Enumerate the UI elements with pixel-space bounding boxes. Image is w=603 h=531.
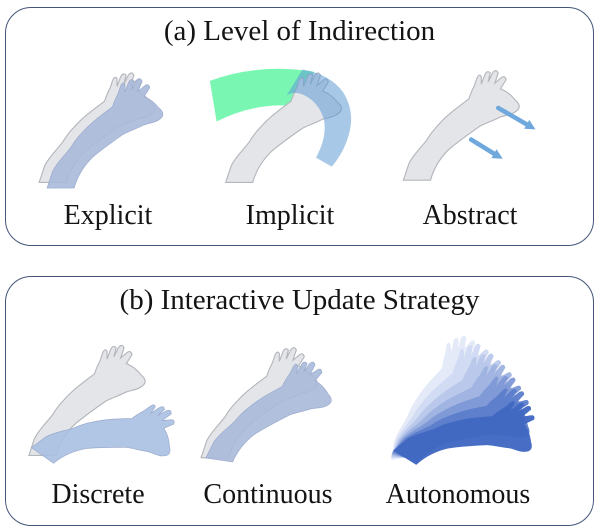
label-implicit: Implicit [245,200,335,231]
blue-arm-silhouette [46,78,164,189]
panel-a-title: (a) Level of Indirection [163,15,436,47]
continuous-arm-illustration [200,347,337,475]
blue-arc-band [286,69,352,167]
label-autonomous: Autonomous [385,479,531,510]
panel-b-title: (b) Interactive Update Strategy [119,284,480,316]
gray-arm-silhouette [402,70,520,181]
figure-continuous: Continuous [178,327,358,511]
label-continuous: Continuous [203,479,333,510]
label-explicit: Explicit [63,200,153,231]
figure-implicit: Implicit [200,56,380,232]
motion-arrow-lower-head-icon [491,149,503,159]
motion-arrow-upper [495,105,530,128]
explicit-arm-illustration [38,72,164,189]
figure-autonomous: Autonomous [368,327,551,513]
label-abstract: Abstract [422,200,518,231]
abstract-arm-illustration [402,70,536,181]
figure-explicit: Explicit [18,56,198,232]
panel-interactive-update-strategy: (b) Interactive Update Strategy Discrete… [5,276,594,526]
motion-arrow-upper-head-icon [524,119,536,130]
motion-arrow-lower [468,137,498,157]
discrete-arm-illustration [28,344,191,515]
figure-discrete: Discrete [8,327,191,515]
figure-abstract: Abstract [380,56,560,232]
autonomous-arm-fan-illustration [372,331,551,513]
panel-level-of-indirection: (a) Level of Indirection Explicit Implic… [5,7,594,246]
label-discrete: Discrete [51,479,145,510]
implicit-arm-illustration [209,68,352,184]
green-arc-band [209,68,314,122]
